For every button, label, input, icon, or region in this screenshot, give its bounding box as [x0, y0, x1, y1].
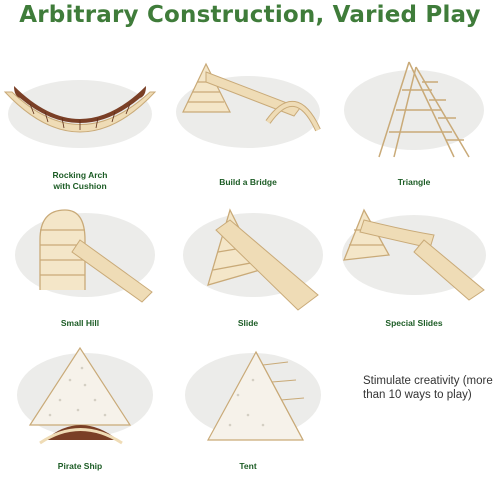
slide-image — [183, 208, 323, 311]
tent-image — [185, 350, 321, 441]
config-pirate-ship: Pirate Ship — [0, 340, 160, 490]
config-tent: Tent — [168, 340, 328, 490]
build-a-bridge-image — [176, 62, 321, 148]
config-small-hill: Small Hill — [0, 200, 160, 350]
config-label: Rocking Arch with Cushion — [52, 170, 108, 191]
config-label: Special Slides — [385, 318, 443, 328]
special-slides-image — [342, 208, 486, 301]
rocking-arch-image — [3, 80, 157, 148]
config-label: Slide — [237, 318, 259, 328]
config-label: Pirate Ship — [57, 461, 103, 471]
pirate-ship-image — [17, 346, 153, 445]
config-rocking-arch: Rocking Arch with Cushion — [0, 52, 160, 202]
config-build-a-bridge: Build a Bridge — [168, 52, 328, 202]
creativity-note: Stimulate creativity (more than 10 ways … — [363, 375, 493, 401]
config-label: Triangle — [397, 177, 431, 187]
triangle-image — [344, 61, 484, 158]
config-label: Small Hill — [60, 318, 100, 328]
config-special-slides: Special Slides — [334, 200, 494, 350]
small-hill-image — [15, 209, 155, 303]
config-label: Tent — [239, 461, 257, 471]
config-label: Build a Bridge — [219, 177, 277, 187]
config-slide: Slide — [168, 200, 328, 350]
config-triangle: Triangle — [334, 52, 494, 202]
page-title: Arbitrary Construction, Varied Play — [19, 2, 481, 28]
